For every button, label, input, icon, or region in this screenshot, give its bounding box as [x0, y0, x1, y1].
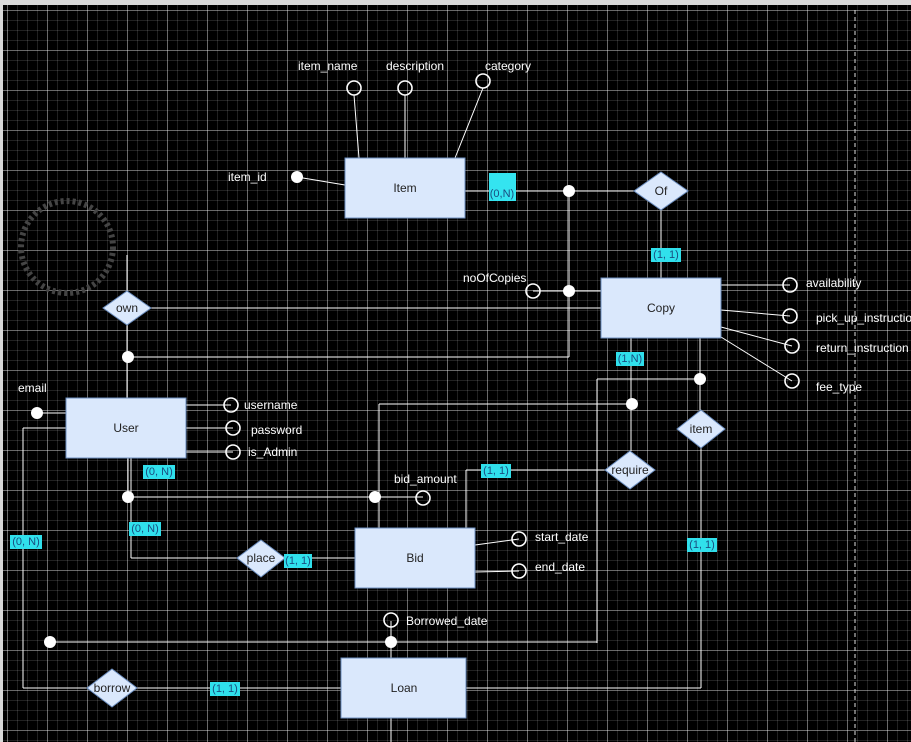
attribute-circles — [223, 73, 800, 628]
attr-circle-pickup — [782, 308, 798, 324]
attr-label-borrowed-date: Borrowed_date — [406, 614, 488, 628]
cardinality-require-bid: (1, 1) — [481, 464, 511, 478]
attr-circle-is-admin — [225, 444, 241, 460]
entity-loan[interactable]: Loan — [340, 657, 467, 719]
cardinality-place-bid: (1, 1) — [284, 554, 312, 568]
attr-label-item-name: item_name — [298, 59, 358, 73]
attr-circle-category — [475, 73, 491, 89]
svg-text:(1, 1): (1, 1) — [212, 683, 238, 695]
cardinality-user-place: (0, N) — [129, 522, 161, 536]
attr-label-fee-type: fee_type — [816, 380, 862, 394]
svg-text:(0,N): (0,N) — [490, 188, 514, 200]
attr-label-pickup: pick_up_instructio — [816, 311, 911, 325]
attr-label-end-date: end_date — [535, 560, 585, 574]
svg-text:(0, N): (0, N) — [145, 466, 173, 478]
er-diagram: item_name description category item_id n… — [10, 10, 911, 742]
entity-copy[interactable]: Copy — [600, 277, 722, 339]
relationship-require[interactable]: require — [604, 450, 656, 490]
svg-text:(0, N): (0, N) — [12, 536, 40, 548]
attr-circle-end-date — [511, 563, 527, 579]
relationship-place[interactable]: place — [236, 539, 286, 578]
attr-label-category: category — [485, 59, 531, 73]
attr-circle-return — [784, 338, 800, 354]
attr-label-start-date: start_date — [535, 530, 589, 544]
attr-circle-password — [225, 420, 241, 436]
attr-label-bid-amount: bid_amount — [394, 472, 457, 486]
attr-label-item-id: item_id — [228, 170, 267, 184]
relationship-own[interactable]: own — [102, 290, 152, 326]
attr-circle-availability — [782, 277, 798, 293]
attr-label-noofcopies: noOfCopies — [463, 271, 526, 285]
attr-circle-noofcopies — [525, 283, 541, 299]
attr-circle-start-date — [511, 531, 527, 547]
relationship-item[interactable]: item — [676, 409, 726, 449]
cardinality-item-loan: (1, 1) — [687, 538, 717, 552]
attr-label-description: description — [386, 59, 444, 73]
svg-text:(1, 1): (1, 1) — [689, 539, 715, 551]
attr-circle-description — [397, 80, 413, 96]
svg-text:(1, 1): (1, 1) — [285, 555, 311, 567]
attr-circle-borrowed-date — [383, 612, 399, 628]
loading-spinner-icon — [18, 198, 116, 296]
cardinality-user-borrow: (0, N) — [10, 535, 42, 549]
relationship-borrow[interactable]: borrow — [86, 668, 138, 708]
junction-dots — [31, 171, 706, 648]
entity-user[interactable]: User — [65, 397, 187, 459]
cardinality-copy-require: (1,N) — [616, 352, 644, 366]
relationship-of[interactable]: Of — [633, 171, 689, 211]
attr-label-username: username — [244, 398, 298, 412]
attr-label-return: return_instruction — [816, 341, 909, 355]
entity-bid[interactable]: Bid — [354, 527, 476, 589]
attr-label-password: password — [251, 423, 302, 437]
attr-label-email: email — [18, 381, 47, 395]
attr-label-availability: availability — [806, 276, 861, 290]
attr-circle-item-name — [346, 80, 362, 96]
entity-item[interactable]: Item — [344, 157, 466, 219]
cardinality-borrow-loan: (1, 1) — [210, 682, 240, 696]
svg-text:(1, 1): (1, 1) — [483, 465, 509, 477]
attr-circle-fee-type — [784, 373, 800, 389]
svg-text:(1,N): (1,N) — [618, 353, 642, 365]
attr-label-is-admin: is_Admin — [248, 445, 297, 459]
cardinality-of-copy: (1, 1) — [651, 248, 681, 262]
svg-text:(1, 1): (1, 1) — [653, 249, 679, 261]
attr-circle-username — [223, 397, 239, 413]
svg-text:(0, N): (0, N) — [131, 523, 159, 535]
cardinality-user-own: (0, N) — [143, 465, 175, 479]
attr-circle-bid-amount — [415, 490, 431, 506]
cardinality-item-of: (0,N) — [489, 173, 516, 201]
